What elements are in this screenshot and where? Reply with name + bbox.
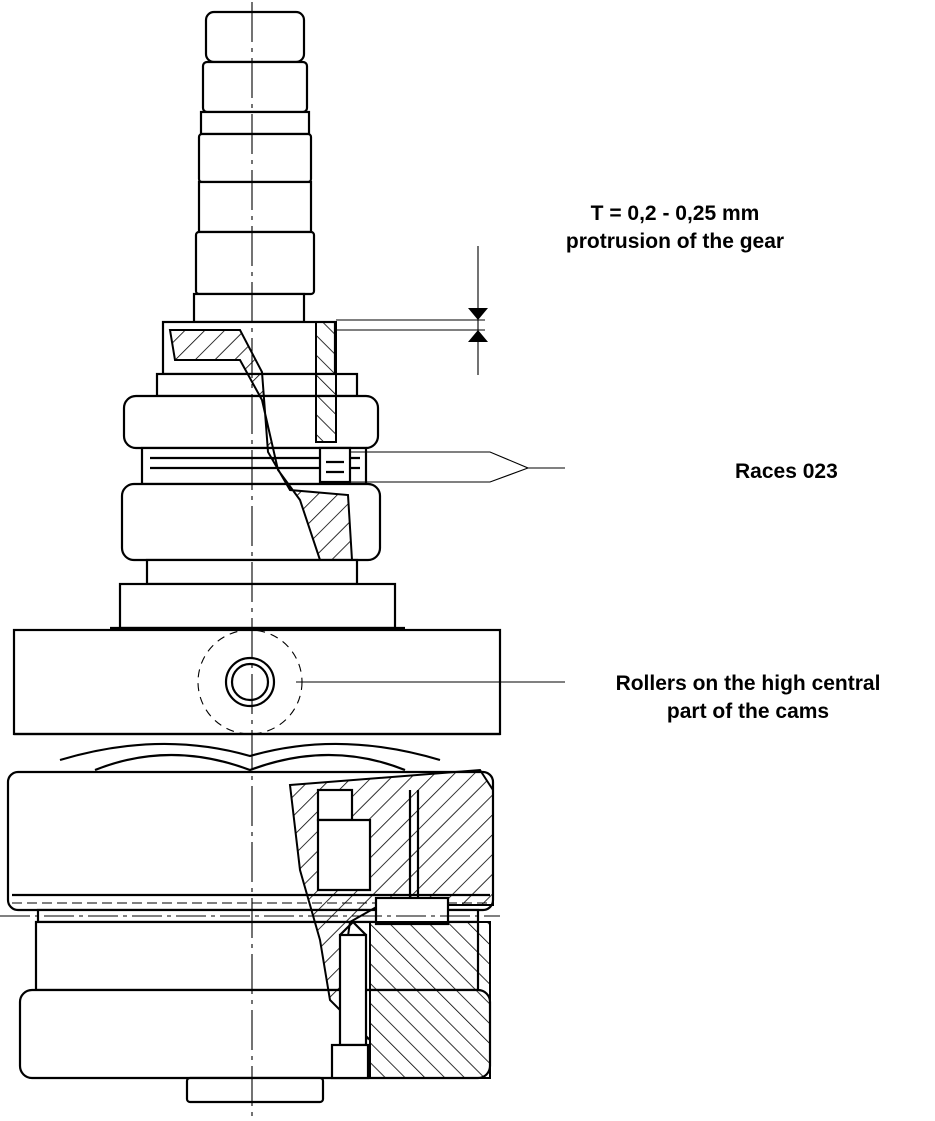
center-axis [0,2,500,1118]
cam-carrier [12,628,502,772]
races-label: Races 023 [735,460,838,483]
protrusion-label-line2: protrusion of the gear [565,230,785,253]
rollers-label-line2: part of the cams [666,700,830,723]
protrusion-dimension [336,246,488,375]
rollers-label-line1: Rollers on the high central [615,672,881,695]
protrusion-label-line1: T = 0,2 - 0,25 mm [590,202,760,225]
races-leader [350,451,565,483]
upper-section-cut [168,321,354,561]
protrusion-label: T = 0,2 - 0,25 mm protrusion of the gear [545,200,805,256]
rollers-label: Rollers on the high central part of the … [568,670,928,726]
shaft [192,10,316,324]
lower-section-cut [288,768,494,1080]
